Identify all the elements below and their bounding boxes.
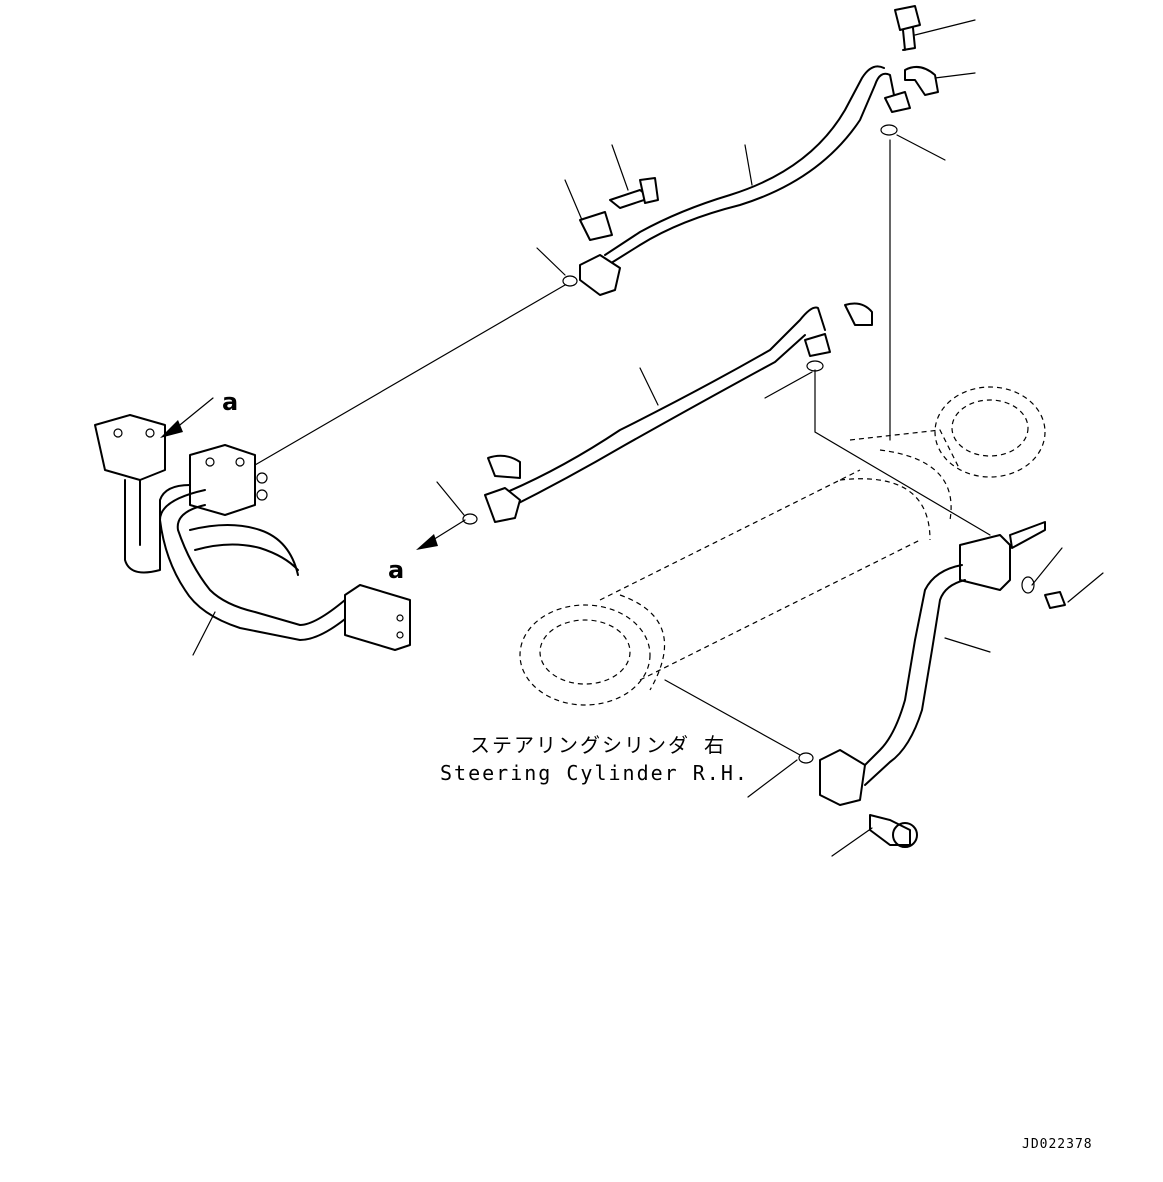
cylinder-label-jp: ステアリングシリンダ 右 [470, 733, 726, 757]
view-marker-a-bottom: a [388, 556, 404, 584]
left-pipe-assembly [94, 414, 411, 651]
arrows [160, 420, 438, 550]
steering-cylinder [519, 386, 1046, 706]
cylinder-label-en: Steering Cylinder R.H. [440, 761, 749, 785]
view-marker-a-top: a [222, 388, 238, 416]
middle-pipe [462, 275, 873, 525]
leader-lines [169, 19, 1104, 857]
upper-pipe [579, 65, 911, 296]
right-pipe-assembly [798, 521, 1066, 848]
drawing-code: JD022378 [1022, 1137, 1093, 1152]
top-right-fittings [880, 5, 939, 136]
